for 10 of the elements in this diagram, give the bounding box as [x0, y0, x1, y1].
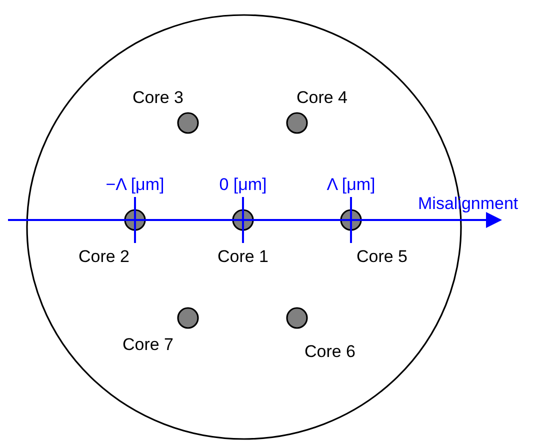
core-label: Core 4	[296, 89, 348, 106]
core-label: Core 3	[132, 89, 184, 106]
position-label: 0 [μm]	[219, 176, 267, 193]
core-label: Core 1	[217, 248, 269, 265]
core-label: Core 7	[122, 336, 174, 353]
position-label: −Λ [μm]	[106, 176, 164, 193]
core-label: Core 2	[78, 248, 130, 265]
core-label: Core 6	[304, 343, 356, 360]
core-label: Core 5	[356, 248, 408, 265]
position-label: Λ [μm]	[326, 176, 376, 193]
